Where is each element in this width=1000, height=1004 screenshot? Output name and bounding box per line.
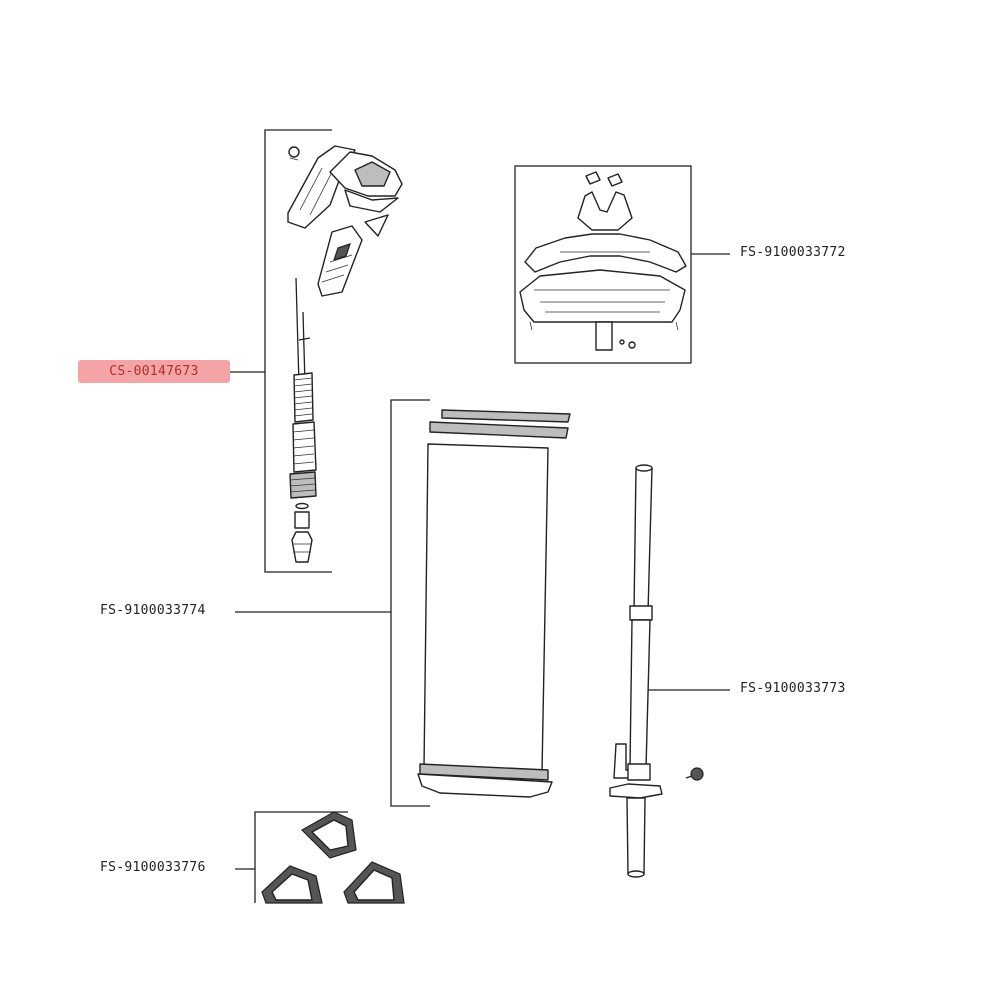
hanger-post-part bbox=[595, 321, 613, 351]
pole-lower-part bbox=[629, 619, 651, 769]
hanger-fork-part bbox=[577, 191, 633, 231]
clip-part bbox=[364, 214, 389, 237]
feet-assembly-group bbox=[235, 811, 405, 904]
part-number-label-hose[interactable]: CS-00147673 bbox=[78, 360, 230, 383]
hose-group-bracket bbox=[264, 129, 332, 573]
pole-assembly-group bbox=[609, 464, 730, 878]
handle-tube-part bbox=[317, 225, 363, 297]
board-top-rail-part bbox=[441, 409, 571, 423]
part-number-label-pole[interactable]: FS-9100033773 bbox=[740, 681, 846, 696]
hanger-assembly-group bbox=[514, 165, 730, 364]
feet-group-bracket bbox=[254, 811, 348, 903]
board-assembly-group bbox=[235, 399, 571, 807]
hanger-group-box bbox=[514, 165, 692, 364]
hanger-tray-part bbox=[519, 269, 686, 323]
hanger-arms-part bbox=[524, 233, 687, 273]
part-number-label-hanger[interactable]: FS-9100033772 bbox=[740, 245, 846, 260]
hose-fitting-part bbox=[291, 531, 313, 563]
pole-upper-part bbox=[633, 467, 653, 613]
hose-assembly-group bbox=[230, 129, 403, 573]
pole-bottom-part bbox=[626, 797, 646, 875]
screw-part bbox=[288, 146, 300, 158]
hose-nut-part bbox=[294, 511, 310, 529]
pole-base-part bbox=[609, 783, 663, 799]
pole-clamp-part bbox=[629, 605, 653, 621]
pole-knob-part bbox=[690, 767, 704, 781]
board-panel-part bbox=[423, 443, 549, 773]
board-group-bracket bbox=[390, 399, 430, 807]
part-number-label-feet[interactable]: FS-9100033776 bbox=[100, 860, 206, 875]
part-number-label-board[interactable]: FS-9100033774 bbox=[100, 603, 206, 618]
board-bottom-rail-part bbox=[419, 763, 549, 781]
